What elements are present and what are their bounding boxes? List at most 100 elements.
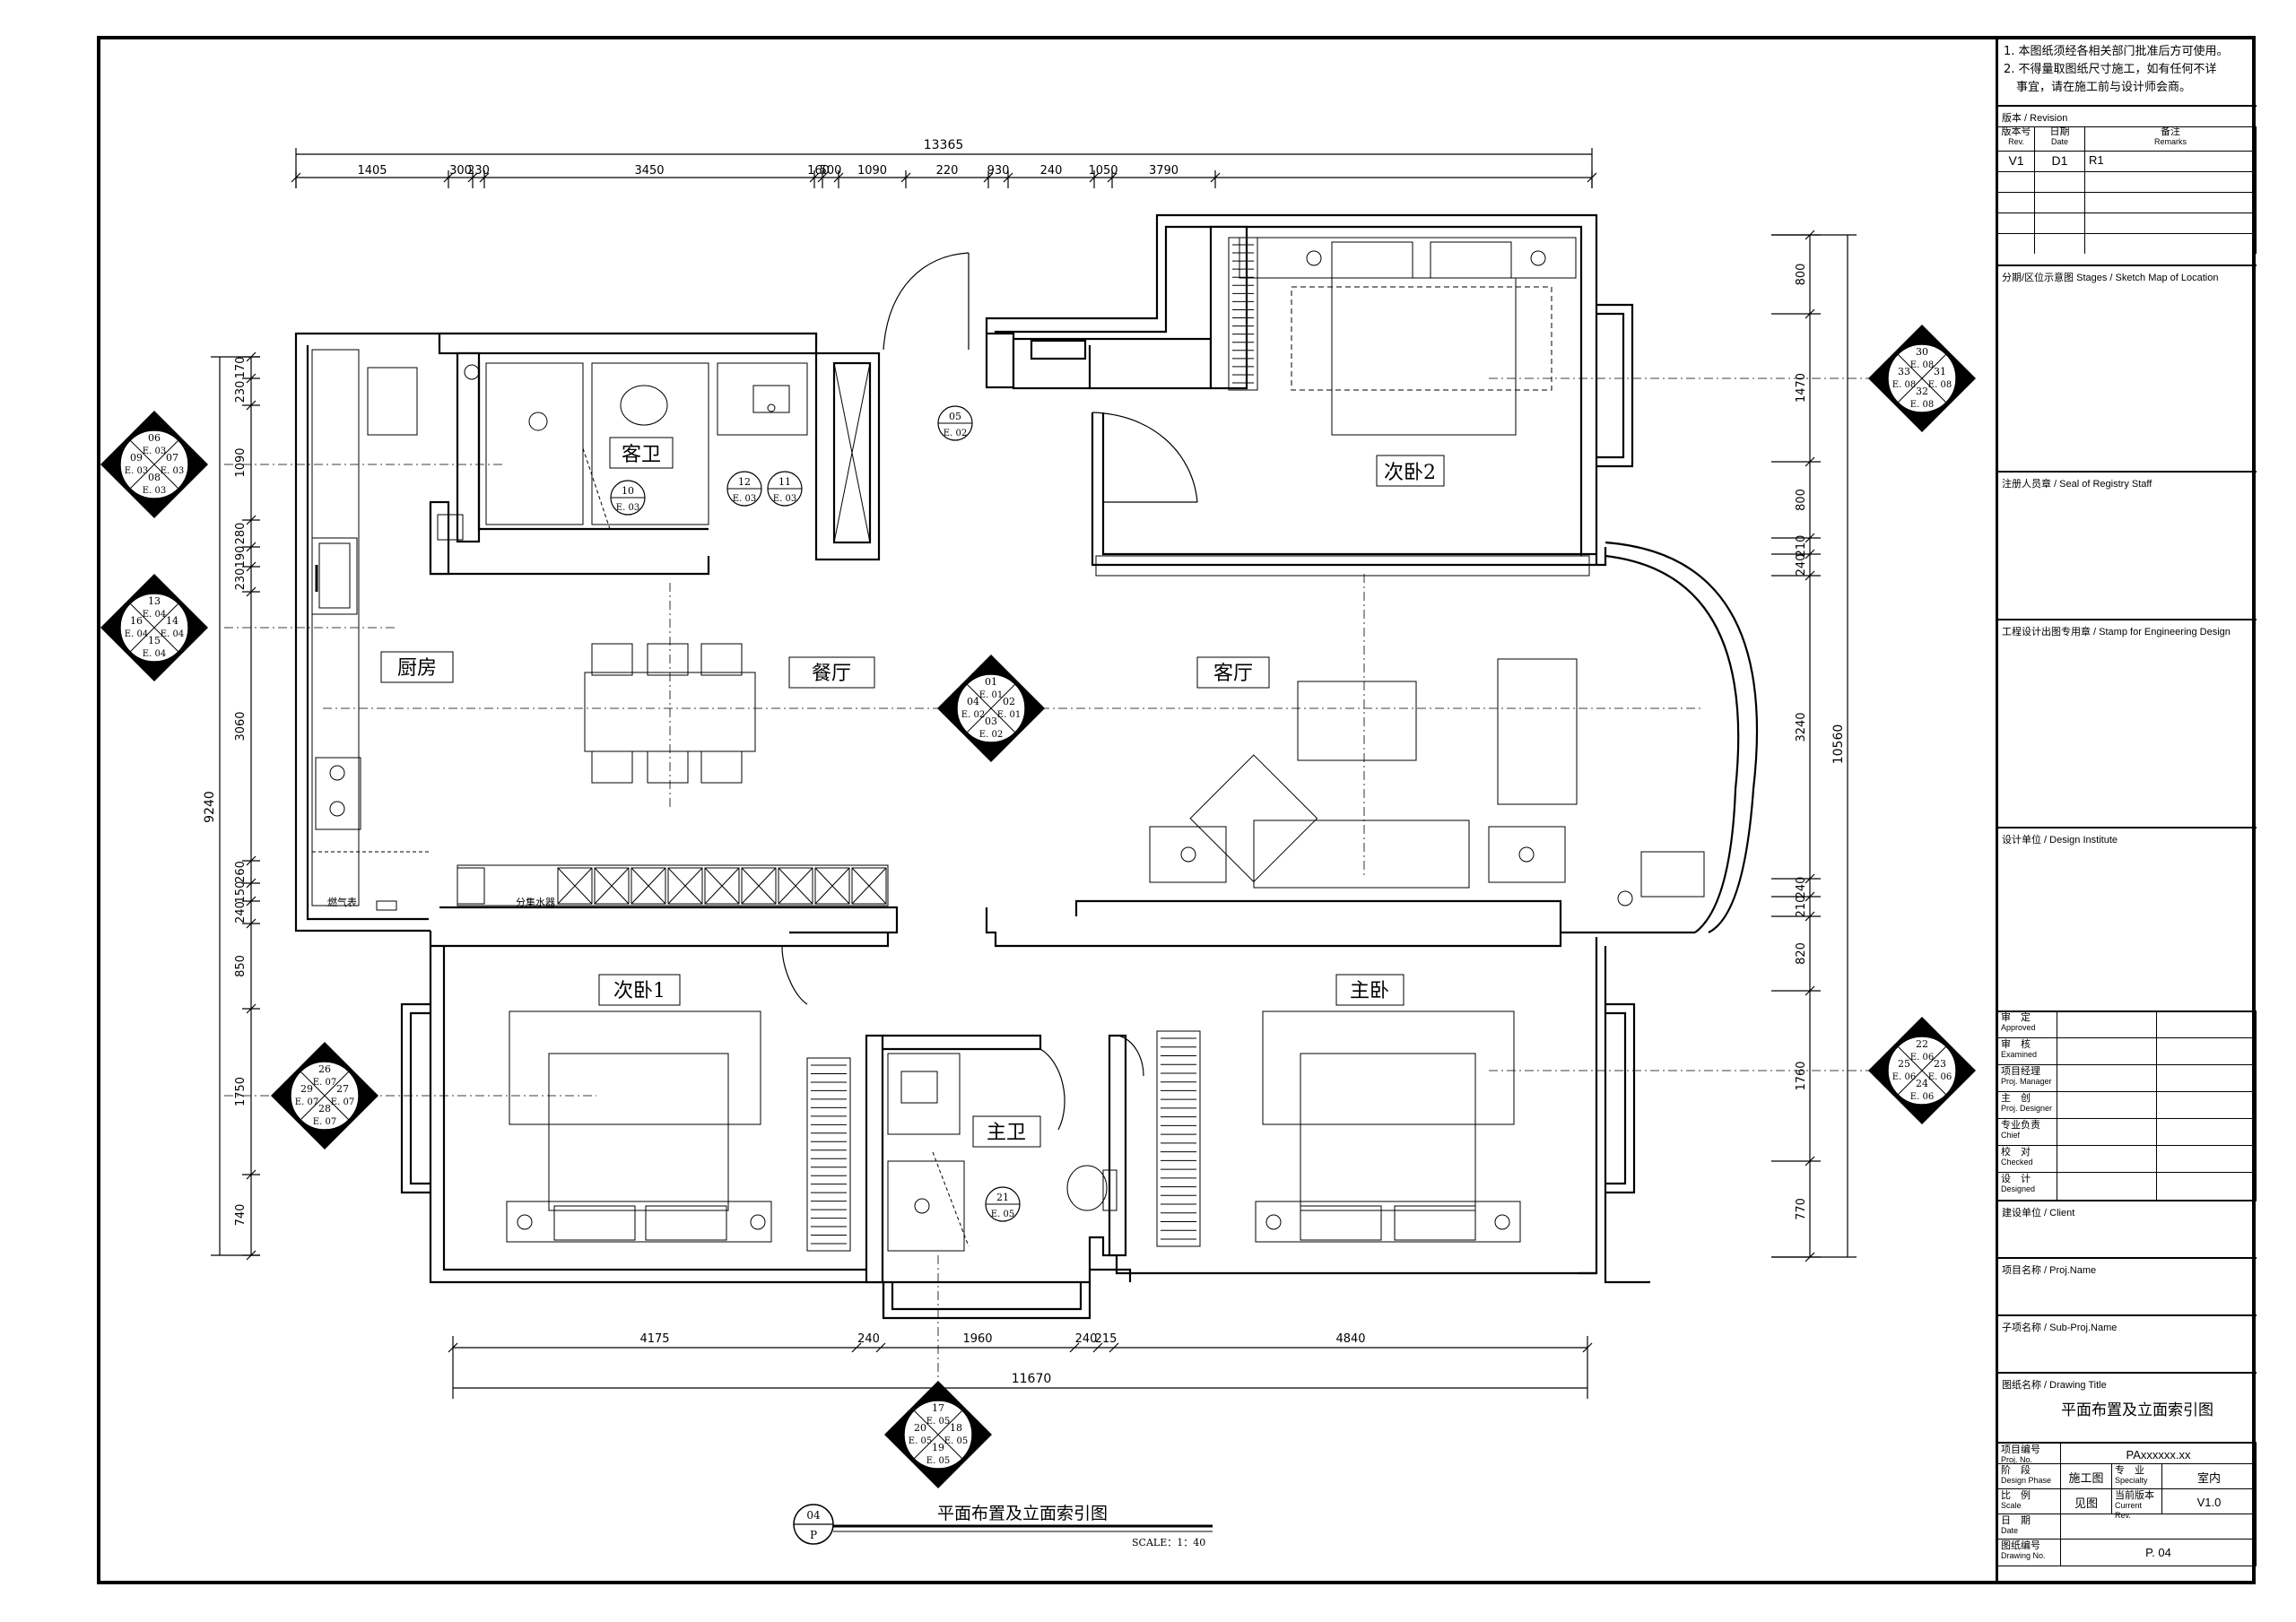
drawing-ref-number: 04 <box>806 1509 821 1522</box>
left-seg-label: 230 <box>234 568 248 591</box>
bottom-seg-label: 1960 <box>962 1332 992 1346</box>
top-seg-label: 1050 <box>1088 164 1118 178</box>
right-seg-label: 1470 <box>1795 373 1808 403</box>
left-dimensions <box>211 351 260 1261</box>
index-sheet: E. 03 <box>161 466 184 476</box>
index-sheet: E. 04 <box>143 610 166 620</box>
bottom-seg-label: 240 <box>857 1332 880 1346</box>
bottom-dimensions <box>448 1336 1593 1399</box>
left-total-dim: 9240 <box>203 791 217 823</box>
left-seg-label: 1090 <box>234 447 248 477</box>
institute-section: 设计单位 / Design Institute <box>1998 827 2257 846</box>
index-num: 04 <box>967 696 979 707</box>
right-seg-label: 1760 <box>1795 1061 1808 1090</box>
rev-date: D1 <box>2035 152 2085 171</box>
specialty-label: 专 业 <box>2115 1465 2144 1476</box>
drawing-no-en: Drawing No. <box>2001 1551 2046 1560</box>
index-sheet: E. 08 <box>1928 380 1952 390</box>
revision-label: 版本 / Revision <box>2002 113 2068 124</box>
index-num: 16 <box>130 615 143 627</box>
index-num: 24 <box>1916 1078 1928 1089</box>
rev-header-version-en: Rev. <box>2008 137 2024 146</box>
bottom-total-dim: 11670 <box>1012 1372 1052 1386</box>
room-label-guest-bath: 客卫 <box>622 444 661 466</box>
right-seg-label: 210 <box>1795 535 1808 558</box>
specialty-en: Specialty <box>2115 1476 2148 1485</box>
index-sheet: E. 04 <box>143 649 166 659</box>
note-line-1: 1. 本图纸须经各相关部门批准后方可使用。 <box>2004 45 2229 58</box>
index-sheet: E. 02 <box>961 710 985 720</box>
index-num: 31 <box>1934 366 1946 377</box>
right-seg-label: 240 <box>1795 877 1808 899</box>
index-sheet: E. 07 <box>331 1097 354 1107</box>
index-sheet: E. 08 <box>1910 400 1934 410</box>
top-total-dim: 13365 <box>924 138 964 152</box>
master-bath-fixtures <box>887 1053 1118 1252</box>
top-seg-label: 930 <box>987 164 1010 178</box>
drawing-ref-sheet: P <box>810 1529 817 1541</box>
right-dimensions <box>1771 230 1857 1262</box>
rev-header-version: 版本号 <box>2001 126 2031 137</box>
index-sheet: E. 06 <box>1910 1053 1934 1063</box>
rev-header-date: 日期 <box>2049 126 2070 137</box>
right-seg-label: 210 <box>1795 896 1808 918</box>
right-seg-label: 240 <box>1795 554 1808 577</box>
top-seg-label: 3790 <box>1149 164 1178 178</box>
svg-text:E. 02: E. 02 <box>944 429 967 438</box>
bedroom1-furniture <box>506 1010 851 1252</box>
left-seg-label: 850 <box>234 955 248 977</box>
index-sheet: E. 05 <box>909 1436 932 1446</box>
index-sheet: E. 07 <box>313 1117 336 1127</box>
client-label: 建设单位 / Client <box>2002 1208 2075 1219</box>
bedroom2-furniture <box>1228 237 1577 436</box>
index-num: 27 <box>336 1083 349 1095</box>
index-sheet: E. 06 <box>1892 1072 1916 1082</box>
right-total-dim: 10560 <box>1831 724 1846 765</box>
right-seg-label: 800 <box>1795 489 1808 511</box>
specialty-value: 室内 <box>2162 1464 2257 1489</box>
room-label-living: 客厅 <box>1213 663 1253 685</box>
bottom-seg-label: 4175 <box>639 1332 669 1346</box>
sub-proj-label: 子项名称 / Sub-Proj.Name <box>2002 1323 2118 1333</box>
index-num: 03 <box>985 716 997 727</box>
room-label-bedroom2: 次卧2 <box>1384 462 1436 484</box>
kitchen-fixtures <box>311 349 430 911</box>
svg-text:05: 05 <box>949 411 961 422</box>
index-num: 32 <box>1916 386 1928 397</box>
left-seg-label: 150 <box>234 881 248 904</box>
drawing-scale: SCALE：1：40 <box>1132 1537 1205 1548</box>
client-section: 建设单位 / Client <box>1998 1200 2257 1219</box>
general-notes: 1. 本图纸须经各相关部门批准后方可使用。 2. 不得量取图纸尺寸施工，如有任何… <box>2004 43 2229 97</box>
bottom-seg-label: 240 <box>1075 1332 1098 1346</box>
left-seg-label: 190 <box>234 546 248 568</box>
index-num: 06 <box>148 432 161 444</box>
proj-no-label: 项目编号 <box>2001 1444 2040 1455</box>
note-line-2: 2. 不得量取图纸尺寸施工，如有任何不详 <box>2004 63 2217 76</box>
index-sheet: E. 03 <box>125 466 148 476</box>
drawing-title-label: 图纸名称 / Drawing Title <box>2002 1380 2107 1391</box>
svg-text:E. 05: E. 05 <box>991 1210 1014 1219</box>
index-num: 13 <box>148 595 161 607</box>
rev-header-remarks-en: Remarks <box>2153 137 2187 146</box>
drawing-no-value: P. 04 <box>2061 1540 2257 1566</box>
index-num: 22 <box>1916 1038 1928 1050</box>
sub-proj-section: 子项名称 / Sub-Proj.Name <box>1998 1314 2257 1333</box>
left-segment-labels: 1702301090280190230306026015024085017507… <box>234 357 248 1227</box>
svg-text:E. 03: E. 03 <box>773 494 796 504</box>
index-sheet: E. 07 <box>295 1097 318 1107</box>
date-en: Date <box>2001 1526 2019 1535</box>
rev-header-date-en: Date <box>2050 137 2068 146</box>
